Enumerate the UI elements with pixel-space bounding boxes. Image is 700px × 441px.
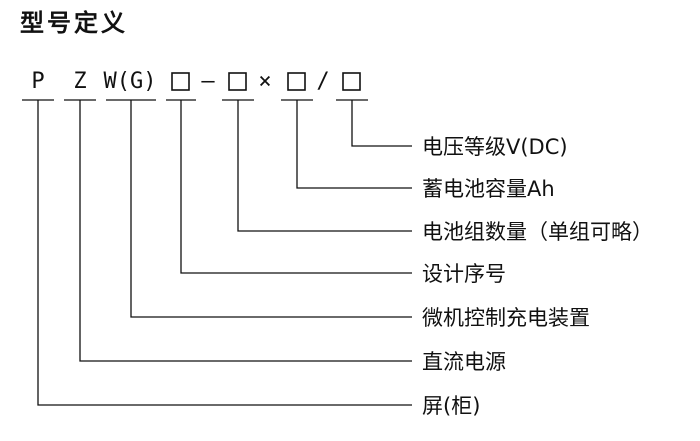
code-letter-wg: W(G) [104,69,157,94]
diagram-title: 型号定义 [20,9,128,37]
desc-design-no: 设计序号 [422,262,506,286]
leader-line-design-no [180,100,412,274]
leader-line-p [37,100,412,406]
code-letter-z: Z [73,69,86,94]
leader-line-wg [130,100,412,318]
desc-capacity: 蓄电池容量Ah [422,177,555,201]
code-letter-p: P [31,69,44,94]
placeholder-box-design-no [171,72,190,91]
desc-group-count: 电池组数量（单组可略） [422,220,653,244]
leader-line-voltage [351,100,412,147]
code-slash: / [316,69,329,94]
leader-line-group-count [237,100,412,232]
placeholder-box-voltage [342,72,361,91]
code-dash: — [201,69,215,94]
desc-charging-device: 微机控制充电装置 [422,306,590,330]
placeholder-box-group-count [228,72,247,91]
code-times: × [258,69,271,94]
leader-line-z [79,100,412,362]
desc-cabinet: 屏(柜) [422,394,480,418]
desc-dc-power: 直流电源 [422,350,506,374]
leader-line-capacity [296,100,412,189]
desc-voltage: 电压等级V(DC) [422,135,568,159]
placeholder-box-capacity [287,72,306,91]
